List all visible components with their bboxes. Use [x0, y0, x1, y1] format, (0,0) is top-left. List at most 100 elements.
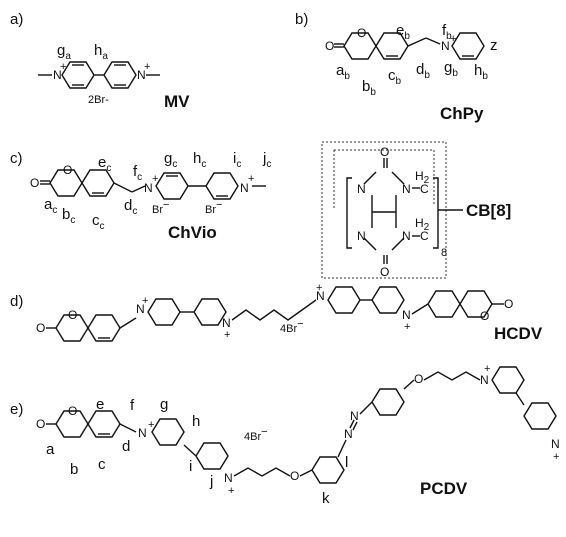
- pcdv-oxygen-4: O: [414, 372, 423, 386]
- pcdv-charge-2: +: [228, 485, 234, 497]
- hcdv-nitrogen-1: N: [136, 302, 145, 316]
- pcdv-charge-3: +: [484, 363, 490, 375]
- hcdv-charge-1: +: [142, 295, 148, 307]
- pcdv-name: PCDV: [420, 479, 468, 498]
- label-e: e: [96, 396, 104, 413]
- panel-a-letter: a): [10, 11, 23, 28]
- label-b-b: bb: [362, 78, 376, 98]
- panel-d: d) O O N + N + N + N +: [10, 282, 543, 343]
- label-b: b: [70, 461, 78, 478]
- chvio-molecule: O O N + N +: [30, 163, 266, 200]
- hcdv-oxygen-3: O: [480, 309, 489, 323]
- label-e-b: eb: [396, 22, 410, 42]
- chvio-charge-left: +: [152, 173, 158, 185]
- label-d-b: db: [416, 61, 430, 81]
- cb8-carbon-top: C: [420, 182, 429, 196]
- pcdv-nitrogen-azo-2: N: [350, 409, 359, 423]
- mv-nitrogen-right: N: [137, 68, 146, 82]
- label-i-c: ic: [233, 150, 241, 170]
- chpy-name: ChPy: [440, 104, 484, 123]
- mv-molecule: N + N +: [38, 61, 160, 89]
- panel-d-letter: d): [10, 293, 23, 310]
- panel-a: a) ga ha N + N + 2Br- MV: [10, 11, 190, 111]
- label-j-c: jc: [262, 150, 271, 170]
- label-h-b: hb: [474, 62, 488, 82]
- chvio-counterion-left: Br−: [152, 199, 169, 216]
- cb8-h2-bottom: H2: [415, 216, 430, 233]
- pcdv-nitrogen-1: N: [138, 426, 147, 440]
- chvio-carbonyl-oxygen: O: [30, 176, 39, 190]
- pcdv-charge-4: +: [553, 451, 559, 463]
- pcdv-oxygen-1: O: [36, 417, 45, 431]
- hcdv-name: HCDV: [494, 324, 543, 343]
- label-h: h: [192, 413, 200, 430]
- chvio-name: ChVio: [168, 223, 217, 242]
- cb8-name: CB[8]: [466, 201, 511, 220]
- pcdv-counterion: 4Br−: [244, 426, 268, 443]
- label-g: g: [160, 396, 168, 413]
- pcdv-nitrogen-azo-1: N: [344, 427, 353, 441]
- chvio-nitrogen-right: N: [240, 181, 249, 195]
- hcdv-counterion: 4Br−: [280, 318, 304, 335]
- hcdv-molecule: O O N + N + N + N + O: [36, 282, 513, 342]
- panel-c-letter: c): [10, 150, 23, 167]
- pcdv-oxygen-3: O: [290, 469, 299, 483]
- label-a-b: ab: [336, 62, 350, 82]
- label-d-c: dc: [124, 197, 137, 217]
- hcdv-charge-3: +: [316, 282, 322, 294]
- panel-b-letter: b): [295, 11, 308, 28]
- cb8-carbon-bottom: C: [420, 229, 429, 243]
- panel-b: b) eb fb O O N + ab bb cb db gb hb z ChP…: [295, 11, 498, 123]
- cb8-h2-top: H2: [415, 169, 430, 186]
- panel-c: c) ec fc gc hc ic jc O O N + N + Br: [10, 150, 271, 242]
- hcdv-oxygen-2: O: [68, 308, 77, 322]
- hcdv-oxygen-4: O: [504, 297, 513, 311]
- label-c-b: cb: [388, 67, 402, 87]
- label-g-c: gc: [164, 150, 177, 170]
- label-f: f: [130, 397, 135, 414]
- label-l: l: [345, 454, 348, 471]
- pcdv-molecule: O O N + N + O N N: [36, 363, 560, 497]
- pcdv-nitrogen-4: N: [551, 437, 560, 451]
- pcdv-nitrogen-3: N: [480, 373, 489, 387]
- mv-nitrogen-left: N: [53, 68, 62, 82]
- cb8-monomer: O N N O N N C H2 C H2 8: [346, 145, 447, 279]
- pcdv-oxygen-2: O: [68, 404, 77, 418]
- label-h-c: hc: [193, 150, 206, 170]
- mv-name: MV: [164, 92, 190, 111]
- hcdv-charge-2: +: [224, 329, 230, 341]
- hcdv-nitrogen-2: N: [222, 316, 231, 330]
- chvio-charge-right: +: [248, 173, 254, 185]
- chpy-carbonyl-oxygen: O: [325, 39, 334, 53]
- label-i: i: [189, 458, 192, 475]
- panel-cb8: O N N O N N C H2 C H2 8 CB[8]: [321, 141, 511, 279]
- chvio-nitrogen-left: N: [144, 181, 153, 195]
- panel-e: e) e f g h O O N + N + O N: [10, 363, 560, 507]
- label-g-a: ga: [57, 42, 71, 62]
- label-k: k: [322, 490, 330, 507]
- label-a-c: ac: [44, 196, 57, 216]
- pcdv-nitrogen-2: N: [224, 471, 233, 485]
- chpy-nitrogen: N: [441, 39, 450, 53]
- cb8-nitrogen-tr: N: [402, 182, 411, 196]
- hcdv-oxygen-1: O: [36, 321, 45, 335]
- chvio-counterion-right: Br−: [205, 199, 222, 216]
- chvio-ring-oxygen: O: [63, 163, 72, 177]
- hcdv-charge-4: +: [404, 321, 410, 333]
- label-d: d: [122, 438, 130, 455]
- chpy-molecule: O O N +: [325, 26, 485, 60]
- label-z: z: [490, 37, 498, 54]
- label-a: a: [46, 441, 55, 458]
- cb8-repeat-count: 8: [441, 247, 447, 259]
- mv-charge-left: +: [60, 61, 66, 73]
- label-j: j: [209, 473, 213, 490]
- cb8-oxygen-bottom: O: [380, 265, 389, 279]
- cb8-oxygen-top: O: [380, 145, 389, 159]
- hcdv-nitrogen-4: N: [402, 308, 411, 322]
- label-g-b: gb: [444, 59, 458, 79]
- hcdv-nitrogen-3: N: [316, 289, 325, 303]
- label-c-c: cc: [92, 212, 105, 232]
- mv-counterion: 2Br-: [88, 94, 109, 106]
- panel-e-letter: e): [10, 401, 23, 418]
